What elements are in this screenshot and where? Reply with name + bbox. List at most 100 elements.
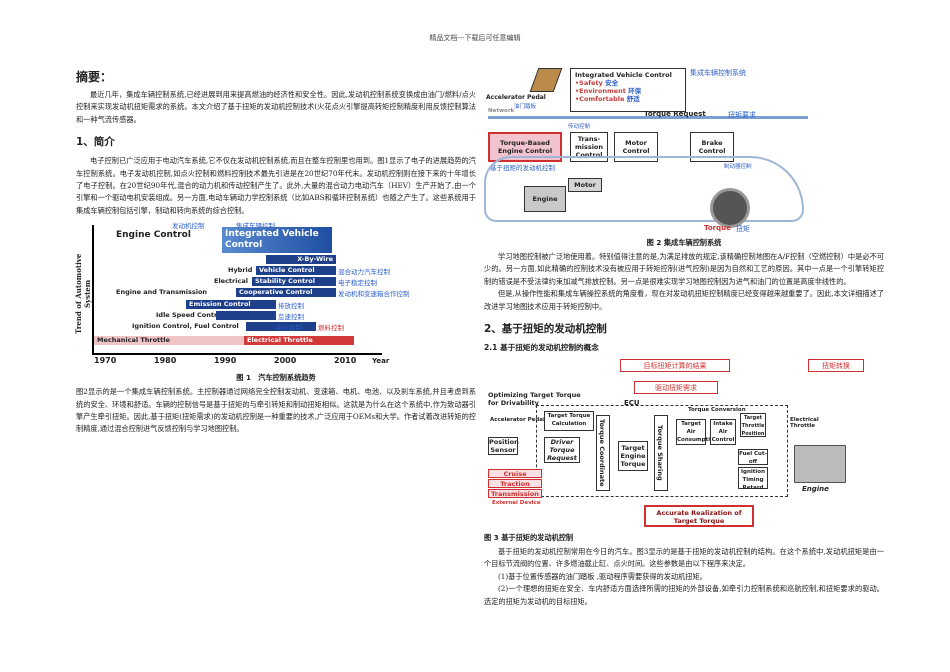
figure-1-bar: Vehicle Control xyxy=(256,266,336,276)
fig3-pedal: Accelerator Pedal xyxy=(490,417,545,424)
figure-1-bar: Cooperative Control xyxy=(236,288,336,298)
accurate-realization-box: Accurate Realization of Target Torque xyxy=(644,505,754,528)
figure-1-note: 排放控制 xyxy=(278,302,304,311)
abstract-text: 最近几年，集成车辆控制系统,已经进展到用来提高燃油的经济性和安全性。因此,发动机… xyxy=(76,90,476,124)
ivc-box: Integrated Vehicle Control •Safety 安全 •E… xyxy=(570,68,686,112)
abstract-title: 摘要： xyxy=(76,70,113,84)
figure-1-note: 混合动力汽车控制 xyxy=(338,268,390,277)
target-result-box: 目标扭矩计算的结果 xyxy=(620,359,730,373)
figure-1-row-label: Idle Speed Control xyxy=(156,311,224,320)
ecu-frame xyxy=(536,405,788,498)
torque-label: Torque xyxy=(704,224,731,232)
page-header: 精品文档---下载后可任意编辑 xyxy=(429,34,521,42)
figure-1-bar: Mechanical Throttle xyxy=(94,336,244,346)
figure-1-caption: 图 1 汽车控制系统趋势 xyxy=(236,373,316,383)
target-engine-torque-box: Target Engine Torque xyxy=(618,441,648,472)
section-1-title: 1、简介 xyxy=(76,136,115,149)
pedal-icon xyxy=(529,68,563,92)
figure-1-row-label: Electrical xyxy=(214,277,248,286)
figure-1-bar xyxy=(216,311,276,321)
figure-1-bar: Stability Control xyxy=(252,277,336,287)
figure-3-diagram: 目标扭矩计算的结果 驱动扭矩需求 扭矩转换 Optimizing Target … xyxy=(484,357,884,529)
figure-1-trend-chart: Trend of Automotive System 1970 1980 199… xyxy=(74,219,410,369)
figure-1-bar: Electrical Throttle xyxy=(244,336,354,346)
torque-convert-box: 扭矩转换 xyxy=(808,359,864,373)
figure-1-bar: Integrated Vehicle Control xyxy=(222,227,332,254)
ecu-label: ECU xyxy=(624,399,640,408)
torque-cn: 扭矩 xyxy=(736,225,750,233)
right-paragraph-1: 学习地图控制被广泛地使用着。特别值得注意的是,为满足排放的规定,该精确控制地图在… xyxy=(484,252,884,286)
right-paragraph-3: 基于扭矩的发动机控制常用在今日的汽车。图3显示的是基于扭矩的发动机控制的结构。在… xyxy=(484,547,884,569)
intake-air-box: Intake Air Control xyxy=(710,419,736,446)
figure-1-note: 发动机控制 xyxy=(172,222,205,231)
right-paragraph-4: (1)基于位置传感器的油门踏板 ,驱动程序需要获得的发动机扭矩。 xyxy=(498,571,707,581)
target-throttle-box: Target Throttle Position xyxy=(740,413,766,438)
section-2-1-title: 2.1 基于扭矩的发动机控制的概念 xyxy=(484,343,599,353)
ivc-item: •Environment 环保 xyxy=(575,87,642,95)
torque-coordinate-box: Torque Coordinate xyxy=(596,415,610,492)
driver-request-box: Driver Torque Request xyxy=(544,437,580,464)
etc-label: Electrical Throttle xyxy=(790,417,819,430)
section-1-paragraph-1: 电子控制已广泛应用于电动汽车系统,它不仅在发动机控制系统,而且在整车控制里也用到… xyxy=(76,156,476,215)
drive-request-box: 驱动扭矩需求 xyxy=(634,381,718,395)
torque-conversion-label: Torque Conversion xyxy=(688,407,746,414)
ignition-retard-box: Ignition Timing Retard xyxy=(738,467,768,491)
figure-1-note: 点火控制 xyxy=(276,324,302,333)
right-paragraph-5: (2)一个理想的扭矩在安全、车内舒适方面选择所需的扭矩的外部设备,如牵引力控制系… xyxy=(484,584,884,606)
ivc-cn: 集成车辆控制系统 xyxy=(690,69,746,77)
trans-cn: 传动控制 xyxy=(568,124,591,130)
figure-1-note: 发动机和变速箱合作控制 xyxy=(338,290,410,299)
target-air-box: Target Air Consumption xyxy=(676,419,718,446)
figure-1-y-axis-label: Trend of Automotive System xyxy=(74,254,92,335)
figure-2-diagram: Accelerator Pedal 油门踏板 Integrated Vehicl… xyxy=(484,64,884,234)
fig3-engine-label: Engine xyxy=(802,485,829,494)
fig3-optimize-title: Optimizing Target Torque for Drivability xyxy=(488,391,581,408)
figure-2-caption: 图 2 集成车辆控制系统 xyxy=(646,238,722,247)
ivc-title: Integrated Vehicle Control xyxy=(575,71,672,79)
figure-1-bar: Emission Control xyxy=(186,300,276,310)
wheel-icon xyxy=(710,188,750,228)
figure-1-note: 集成车辆控制 xyxy=(236,222,275,231)
right-column: Accelerator Pedal 油门踏板 Integrated Vehicl… xyxy=(484,64,884,608)
network-label: Network xyxy=(488,108,515,114)
section-2-title: 2、基于扭矩的发动机控制 xyxy=(484,323,607,336)
figure-1-note: 燃料控制 xyxy=(318,324,344,333)
figure-1-row-label: Hybrid xyxy=(228,266,253,275)
traction-control-box: Traction Control xyxy=(488,479,542,496)
torque-sharing-box: Torque Sharing xyxy=(654,415,668,492)
right-paragraph-2: 但是,从操作性能和集成车辆操控系统的角度看，现在对发动机扭矩控制精度已经变得越来… xyxy=(484,289,884,311)
torque-request-cn: 扭矩要求 xyxy=(728,111,756,119)
figure-1-tick: 2000 xyxy=(274,356,297,366)
torque-request-label: Torque Request xyxy=(644,110,706,118)
figure-1-row-label: Engine Control xyxy=(116,230,191,241)
figure-1-row-label: Engine and Transmission xyxy=(116,288,208,297)
left-column: 摘要： 最近几年，集成车辆控制系统,已经进展到用来提高燃油的经济性和安全性。因此… xyxy=(74,68,476,436)
figure-1-note: 怠速控制 xyxy=(278,313,304,322)
figure-1-y-axis xyxy=(92,225,94,354)
motor-block: Motor xyxy=(568,178,602,192)
figure-1-row-label: Ignition Control, Fuel Control xyxy=(132,322,239,331)
figure-1-bar: X-By-Wire xyxy=(266,255,336,265)
external-device-label: External Device xyxy=(492,500,541,507)
figure-1-tick: 1970 xyxy=(94,356,117,366)
figure-1-tick: 1980 xyxy=(154,356,177,366)
engine-icon xyxy=(794,445,846,484)
target-calc-box: Target Torque Calculation xyxy=(544,411,594,432)
fig2-pedal-label: Accelerator Pedal xyxy=(486,94,546,101)
fig2-pedal-cn: 油门踏板 xyxy=(514,104,537,110)
network-bar xyxy=(488,116,808,119)
cruise-control-box: Cruise Control xyxy=(488,469,542,486)
position-sensor-box: Position Sensor xyxy=(488,437,519,456)
figure-1-tick: 2010 xyxy=(334,356,357,366)
figure-1-bar xyxy=(246,322,316,332)
ivc-item: •Comfortable 舒适 xyxy=(575,95,640,103)
ivc-item: •Safety 安全 xyxy=(575,79,619,87)
figure-3-caption: 图 3 基于扭矩的发动机控制 xyxy=(484,533,574,543)
figure-1-x-axis xyxy=(92,353,382,356)
engine-block: Engine xyxy=(524,186,566,212)
section-1-paragraph-2: 图2显示的是一个集成车辆控制系统。主控制器通过网络完全控制发动机、变速箱、电机、… xyxy=(76,387,476,434)
figure-1-x-unit: Year xyxy=(372,357,390,366)
fuel-cutoff-box: Fuel Cut-off xyxy=(738,449,768,466)
figure-1-tick: 1990 xyxy=(214,356,237,366)
transmission-box: Transmission xyxy=(488,489,542,499)
